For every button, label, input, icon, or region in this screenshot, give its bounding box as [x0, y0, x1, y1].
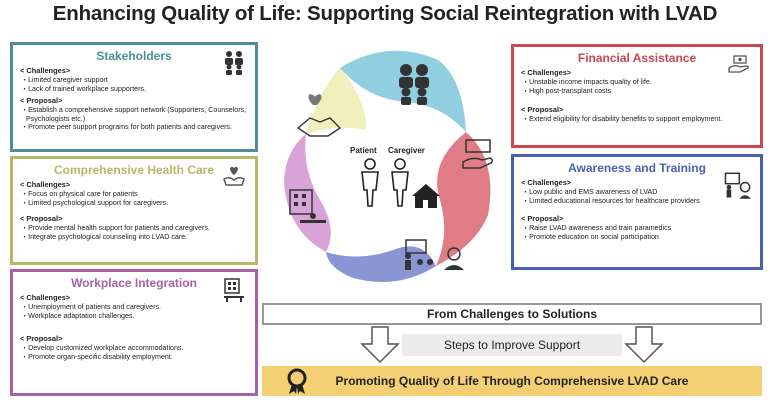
heart-hands-icon [223, 166, 245, 186]
challenge-item: ・Unstable income impacts quality of life… [522, 78, 652, 86]
challenge-item: ・Limited psychological support for careg… [21, 198, 169, 207]
challenge-item: ・Workplace adaptation challenges. [21, 311, 135, 320]
people-group-icon [399, 64, 429, 105]
solutions-label: From Challenges to Solutions [426, 307, 597, 321]
health-care-heading: Comprehensive Health Care [53, 163, 215, 177]
money-hand-icon [462, 139, 494, 169]
stakeholders-heading: Stakeholders [96, 49, 172, 63]
stakeholders-box: Stakeholders < Challenges> ・Limited care… [10, 42, 258, 152]
workplace-box: Workplace Integration < Challenges> ・Une… [10, 269, 258, 396]
proposal-item: ・Raise LVAD awareness and train paramedi… [522, 224, 672, 233]
proposal-item: ・Establish a comprehensive support netwo… [21, 106, 247, 123]
challenges-label: < Challenges> [521, 178, 572, 187]
proposal-label: < Proposal> [20, 214, 63, 224]
challenges-label: < Challenges> [20, 66, 71, 75]
proposal-label: < Proposal> [521, 105, 564, 115]
solutions-banner: From Challenges to Solutions [262, 303, 762, 325]
health-care-box: Comprehensive Health Care < Challenges> … [10, 156, 258, 265]
teacher-icon [405, 239, 464, 270]
awareness-box: Awareness and Training < Challenges> ・Lo… [511, 154, 763, 270]
challenge-item: ・Limited caregiver support [21, 76, 108, 84]
patient-figure [361, 158, 379, 207]
proposal-item: ・Integrate psychological counseling into… [21, 232, 188, 241]
teacher-icon [724, 172, 751, 199]
awareness-heading: Awareness and Training [568, 161, 706, 175]
goal-label: Promoting Quality of Life Through Compre… [335, 374, 689, 388]
steps-label: Steps to Improve Support [443, 338, 581, 352]
handshake-heart-icon [296, 94, 342, 137]
challenge-item: ・Low public and EMS awareness of LVAD [522, 188, 658, 196]
financial-heading: Financial Assistance [577, 51, 697, 65]
petal-financial [436, 132, 491, 266]
workplace-heading: Workplace Integration [71, 276, 197, 290]
home-icon [412, 184, 440, 208]
office-building-icon [224, 278, 244, 302]
caregiver-figure [391, 158, 409, 207]
proposal-item: ・Extend eligibility for disability benef… [522, 115, 723, 124]
goal-banner: Promoting Quality of Life Through Compre… [262, 366, 762, 396]
proposal-item: ・Promote peer support programs for both … [21, 123, 232, 132]
challenge-item: ・Lack of trained workplace supporters. [21, 84, 146, 93]
petal-health [306, 68, 367, 134]
money-hand-icon [728, 55, 749, 73]
caregiver-label: Caregiver [388, 146, 425, 155]
down-arrow-icon [624, 326, 664, 364]
proposal-label: < Proposal> [20, 96, 63, 106]
petal-workplace [284, 134, 331, 252]
proposal-label: < Proposal> [521, 214, 564, 224]
challenge-item: ・Focus on physical care for patients [21, 190, 138, 198]
page-title: Enhancing Quality of Life: Supporting So… [52, 2, 718, 25]
patient-label: Patient [350, 146, 377, 155]
proposal-item: ・Promote education on social participati… [522, 232, 659, 241]
challenge-item: ・High post-transplant costs [522, 86, 612, 95]
challenges-label: < Challenges> [20, 180, 71, 189]
challenges-label: < Challenges> [521, 68, 572, 77]
challenge-item: ・Unemployment of patients and caregivers… [21, 303, 161, 311]
down-arrow-icon [360, 326, 400, 364]
financial-box: Financial Assistance < Challenges> ・Unst… [511, 44, 763, 148]
proposal-label: < Proposal> [20, 334, 63, 344]
award-ribbon-icon [287, 368, 307, 394]
office-building-icon [289, 189, 326, 223]
challenges-label: < Challenges> [20, 293, 71, 302]
people-group-icon [225, 51, 243, 75]
proposal-item: ・Promote organ-specific disability emplo… [21, 352, 173, 361]
challenge-item: ・Limited educational resources for healt… [522, 196, 700, 205]
proposal-item: ・Develop customized workplace accommodat… [21, 344, 184, 353]
steps-banner: Steps to Improve Support [402, 334, 622, 356]
support-cycle-diagram: Patient Caregiver [284, 50, 494, 282]
proposal-item: ・Provide mental health support for patie… [21, 224, 210, 233]
